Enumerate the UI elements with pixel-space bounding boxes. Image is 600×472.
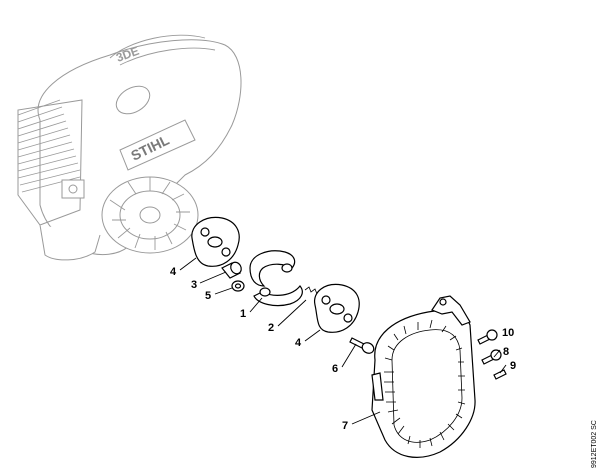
callout-2: 2 [268, 322, 274, 334]
callout-10: 10 [502, 327, 514, 339]
part-10-screw [477, 329, 498, 345]
drawing-code: 9912ET002 SC [591, 420, 598, 468]
callout-4-lower: 4 [295, 337, 302, 349]
callout-7: 7 [342, 420, 348, 432]
callout-8: 8 [503, 346, 509, 358]
part-5-washer [231, 280, 245, 292]
callout-5: 5 [205, 290, 211, 302]
part-3-sleeve [221, 261, 242, 279]
leader-lines [179, 257, 507, 425]
part-4-plate-lower [314, 283, 360, 333]
cooling-fins [17, 99, 81, 193]
part-6-screw [349, 337, 375, 354]
part-1-clutch-shoes [249, 250, 303, 307]
part-7-fan-housing [371, 295, 476, 458]
callout-6: 6 [332, 363, 338, 375]
part-9-pin [493, 369, 507, 380]
engine-housing: STIHL 3DE [17, 34, 242, 261]
flywheel [101, 176, 199, 254]
callout-3: 3 [191, 279, 197, 291]
callout-9: 9 [510, 360, 516, 372]
callout-4-upper: 4 [170, 266, 177, 278]
part-4-plate-upper [191, 216, 240, 267]
callout-1: 1 [240, 308, 246, 320]
